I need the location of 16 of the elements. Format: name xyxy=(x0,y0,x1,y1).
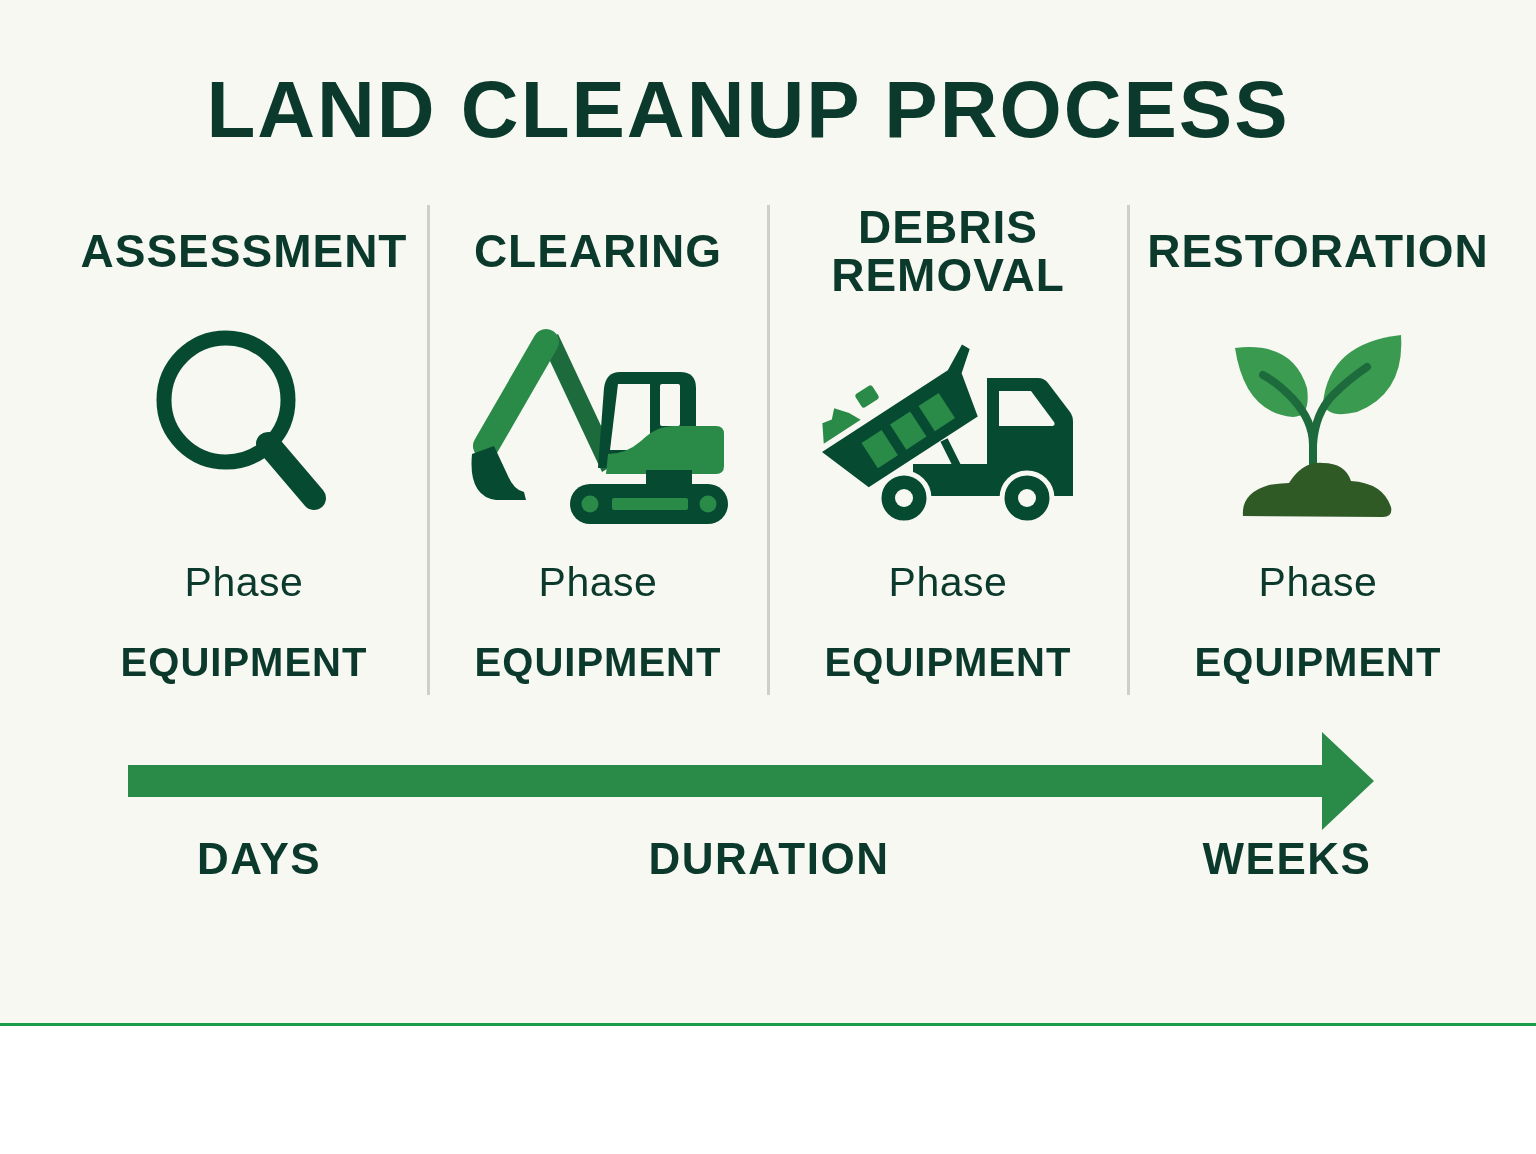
scale-label: WEEKS xyxy=(1202,834,1372,885)
equipment-label: EQUIPMENT xyxy=(474,639,722,685)
equipment-label: EQUIPMENT xyxy=(824,639,1072,685)
diagram-title: LAND CLEANUP PROCESS xyxy=(206,66,1290,154)
phase-heading: RESTORATION xyxy=(1147,227,1489,275)
phase-label: Phase xyxy=(888,559,1008,607)
phase-heading: CLEARING xyxy=(473,227,723,275)
equipment-label: EQUIPMENT xyxy=(1194,639,1442,685)
phase-label: Phase xyxy=(1258,559,1378,607)
scale-label: DAYS xyxy=(196,834,322,885)
phase-label: Phase xyxy=(538,559,658,607)
phase-label: Phase xyxy=(184,559,304,607)
phase-heading: DEBRIS REMOVAL xyxy=(830,203,1066,299)
equipment-label: EQUIPMENT xyxy=(120,639,368,685)
scale-label: DURATION xyxy=(648,834,890,885)
phase-heading: ASSESSMENT xyxy=(80,227,408,275)
